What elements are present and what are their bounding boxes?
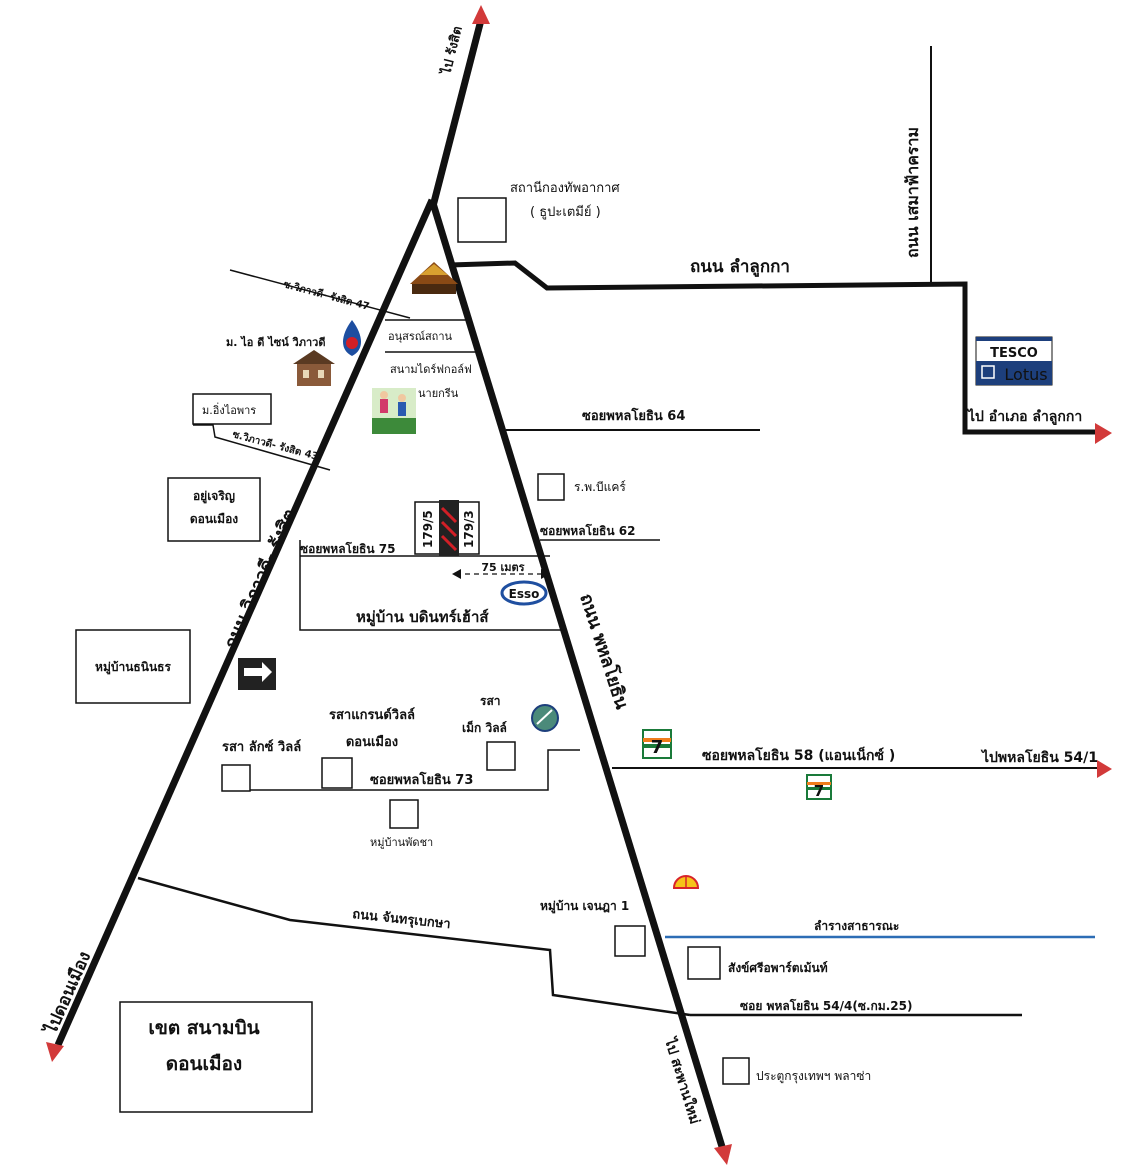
ptt-station-icon [343, 320, 361, 356]
soi-phahon-64-label: ซอยพหลโยธิน 64 [582, 407, 685, 424]
rasa-mix-label-2: เม็ก วิลล์ [462, 720, 507, 735]
soi-phahon-58-label: ซอยพหลโยธิน 58 (แอนเน็กซ์ ) [702, 746, 895, 764]
arrow-icon [714, 1144, 732, 1165]
arrow-icon [1097, 760, 1112, 778]
seven-eleven-label: 7 [651, 737, 664, 758]
canal-label: ลำรางสาธารณะ [814, 919, 899, 933]
m-ing-aiphan-label: ม.อิ่งไอพาร [202, 402, 256, 417]
seven-eleven-icon [642, 729, 672, 759]
lotus-label: Lotus [1004, 365, 1047, 384]
shell-icon [672, 875, 700, 889]
seven-eleven-icon [806, 774, 832, 800]
distance-label: 75 เมตร [481, 561, 524, 574]
grand-ville-label: รสาแกรนด์วิลล์ [329, 707, 415, 723]
sangsri-label: สังข์ศรีอพาร์ตเม้นท์ [728, 961, 828, 975]
lam-luk-ka-road-line [449, 260, 1100, 435]
house-icon [293, 350, 335, 386]
arrow-icon [1095, 423, 1112, 444]
soi-phahon-62-label: ซอยพหลโยธิน 62 [540, 523, 635, 538]
tesco-direction-label: ไป อำเภอ ลำลูกกา [966, 407, 1082, 425]
esso-logo [500, 580, 548, 606]
arrow-icon [46, 1042, 64, 1062]
soi-phahon-54-4-label: ซอย พหลโยธิน 54/4(ซ.กม.25) [740, 998, 912, 1013]
seven-eleven-label: 7 [814, 782, 824, 800]
soi-phahon-73-label: ซอยพหลโยธิน 73 [370, 771, 473, 788]
to-phahon-54-1-label: ไปพหลโยธิน 54/1 [980, 748, 1098, 766]
esso-label: Esso [509, 587, 540, 601]
tesco-label: TESCO [990, 346, 1038, 361]
lam-luk-ka-road-label: ถนน ลำลูกกา [690, 257, 790, 278]
arrow-icon [472, 5, 490, 24]
tesco-lotus-logo [975, 336, 1053, 386]
baan-chenada-label: หมู่บ้าน เจนฎา 1 [540, 899, 629, 914]
house-179-5-label: 179/5 [421, 510, 435, 548]
soi-vibhavadi-47-label: ซ.วิภาวดี- รังสิต 47 [282, 278, 371, 312]
house-179-3-label: 179/3 [462, 510, 476, 548]
monument-label: อนุสรณ์สถาน [388, 330, 453, 343]
pump-icon [531, 704, 559, 732]
air-force-label: สถานีกองทัพอากาศ [510, 180, 620, 196]
air-force-label-2: ( ธูปะเตมีย์ ) [530, 204, 601, 220]
driving-range-label: สนามไดร์ฟกอล์ฟ [390, 363, 472, 376]
vibhavadi-road-line [54, 198, 436, 1047]
gateway-plaza-label: ประตูกรุงเทพฯ พลาซ่า [756, 1069, 871, 1084]
hospital-label: ร.พ.บีแคร์ [574, 480, 626, 494]
to-saphan-mai-label: ไป สะพานใหม่ [661, 1034, 705, 1126]
rasa-mix-label: รสา [480, 694, 501, 708]
grand-ville-label-2: ดอนเมือง [346, 734, 398, 750]
temple-icon [410, 262, 458, 294]
to-rangsit-label: ไป รังสิต [437, 24, 466, 78]
airport-zone-label: เขต สนามบิน [148, 1017, 259, 1039]
rasa-lux-label: รสา ลักซ์ วิลล์ [222, 739, 301, 755]
baan-thanintorn-label: หมู่บ้านธนินธร [95, 660, 171, 675]
phahonyothin-road-line [428, 198, 727, 1152]
baan-phatthara-label: หมู่บ้านพัดชา [370, 836, 433, 849]
airport-zone-label-2: ดอนเมือง [166, 1053, 242, 1075]
baan-bodin-label: หมู่บ้าน บดินทร์เฮ้าส์ [356, 608, 489, 627]
sai-mai-road-label: ถนน เสมาฟ้าคราม [903, 127, 922, 258]
soi-phahon-75-label: ซอยพหลโยธิน 75 [300, 541, 395, 556]
driving-range-label-2: นายกรีน [418, 387, 459, 400]
north-road-line [428, 19, 485, 211]
yoo-charoen-label: อยู่เจริญ [193, 489, 235, 504]
highway-sign-icon [238, 658, 276, 690]
yoo-charoen-label-2: ดอนเมือง [190, 512, 238, 526]
i-design-label: ม. ไอ ดี ไซน์ วิภาวดี [226, 335, 325, 349]
golf-icon [372, 388, 416, 434]
